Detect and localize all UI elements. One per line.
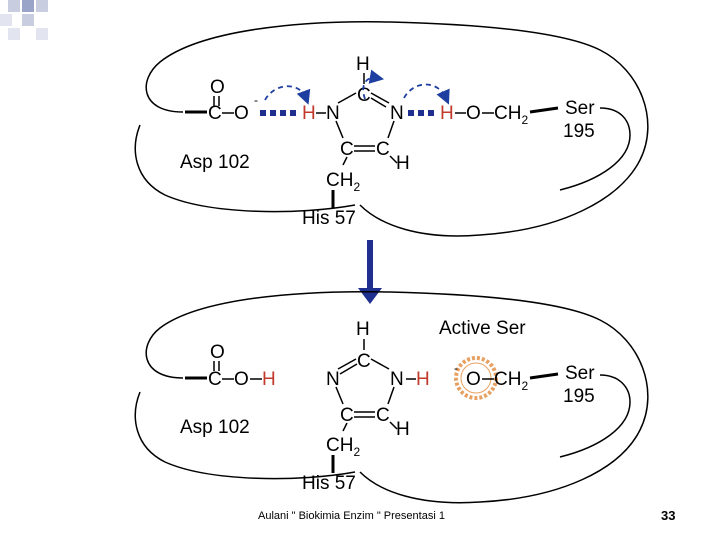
ser-h: H (440, 103, 454, 124)
bond (342, 156, 348, 166)
hbond-asp-his-top (260, 110, 296, 116)
ser-chain-bond (529, 372, 559, 380)
his-label-bottom: His 57 (302, 473, 356, 494)
corner-square (8, 0, 20, 12)
ser-label-1: Ser (565, 363, 595, 384)
ring-bond (370, 97, 387, 108)
his-c-br: C (376, 405, 390, 426)
his-h-ring: H (396, 419, 410, 440)
asp-carbonyl-o: O (210, 342, 225, 363)
ser-label-2: 195 (563, 386, 595, 407)
bond (342, 422, 348, 432)
ring-bond (387, 120, 395, 139)
asp-carbon: C (208, 103, 222, 124)
his-h-n2: H (416, 369, 430, 390)
his-n2: N (390, 103, 404, 124)
asp-charge: - (254, 93, 258, 107)
ser-charge: - (454, 361, 458, 375)
corner-square (36, 0, 48, 12)
ring-bond (335, 386, 344, 405)
his-c-bl: C (340, 139, 354, 160)
his-c-br: C (376, 139, 390, 160)
page-number: 33 (661, 508, 676, 523)
ring-bond (370, 358, 390, 370)
his-h-ring: H (396, 153, 410, 174)
corner-square (36, 28, 48, 40)
ser-label-2: 195 (563, 121, 595, 142)
his-c-bl: C (340, 405, 354, 426)
asp-carbonyl-o: O (210, 77, 225, 98)
enzyme-backbone-top (134, 21, 649, 237)
enzyme-backbone-bottom (134, 290, 649, 504)
electron-arrow-2 (403, 83, 450, 105)
ring-bond (337, 358, 357, 370)
ser-o: O (466, 369, 481, 390)
ser-o: O (466, 103, 481, 124)
his-n1: N (326, 103, 340, 124)
ring-bond (387, 386, 395, 405)
his-h-top: H (356, 54, 370, 75)
his-h-top: H (356, 319, 370, 340)
his-h-left: H (302, 103, 316, 124)
active-ser-highlight (454, 356, 498, 400)
corner-square (0, 14, 12, 26)
transition-arrow (358, 240, 382, 304)
asp-label-bottom: Asp 102 (180, 417, 250, 438)
ser-ch2: CH2 (494, 103, 528, 127)
asp-oxygen: O (234, 369, 249, 390)
ring-bond (370, 92, 390, 104)
ring-bond (335, 120, 344, 139)
asp-h: H (262, 369, 276, 390)
active-ser-label: Active Ser (439, 318, 526, 339)
ring-bond (339, 363, 358, 375)
electron-arrow-3 (362, 69, 385, 100)
his-ch2: CH2 (326, 170, 360, 194)
bond (389, 421, 398, 430)
bond (389, 155, 398, 164)
hbond-his-ser-top (408, 110, 434, 116)
asp-label-top: Asp 102 (180, 152, 250, 173)
ser-ch2: CH2 (494, 369, 528, 393)
corner-square (8, 28, 20, 40)
corner-decoration (0, 0, 60, 50)
corner-square (22, 0, 34, 12)
electron-arrow-1 (264, 85, 311, 105)
his-c-top: C (357, 351, 371, 372)
his-ch2: CH2 (326, 435, 360, 459)
his-n1: N (326, 369, 340, 390)
his-label-top: His 57 (302, 208, 356, 229)
footer-text: Aulani " Biokimia Enzim " Presentasi 1 (258, 510, 445, 522)
ring-bond (337, 92, 357, 104)
his-n2: N (390, 369, 404, 390)
ser-label-1: Ser (565, 98, 595, 119)
asp-oxygen: O (234, 103, 249, 124)
ser-chain-bond (529, 106, 559, 114)
corner-square (22, 14, 34, 26)
asp-carbon: C (208, 369, 222, 390)
